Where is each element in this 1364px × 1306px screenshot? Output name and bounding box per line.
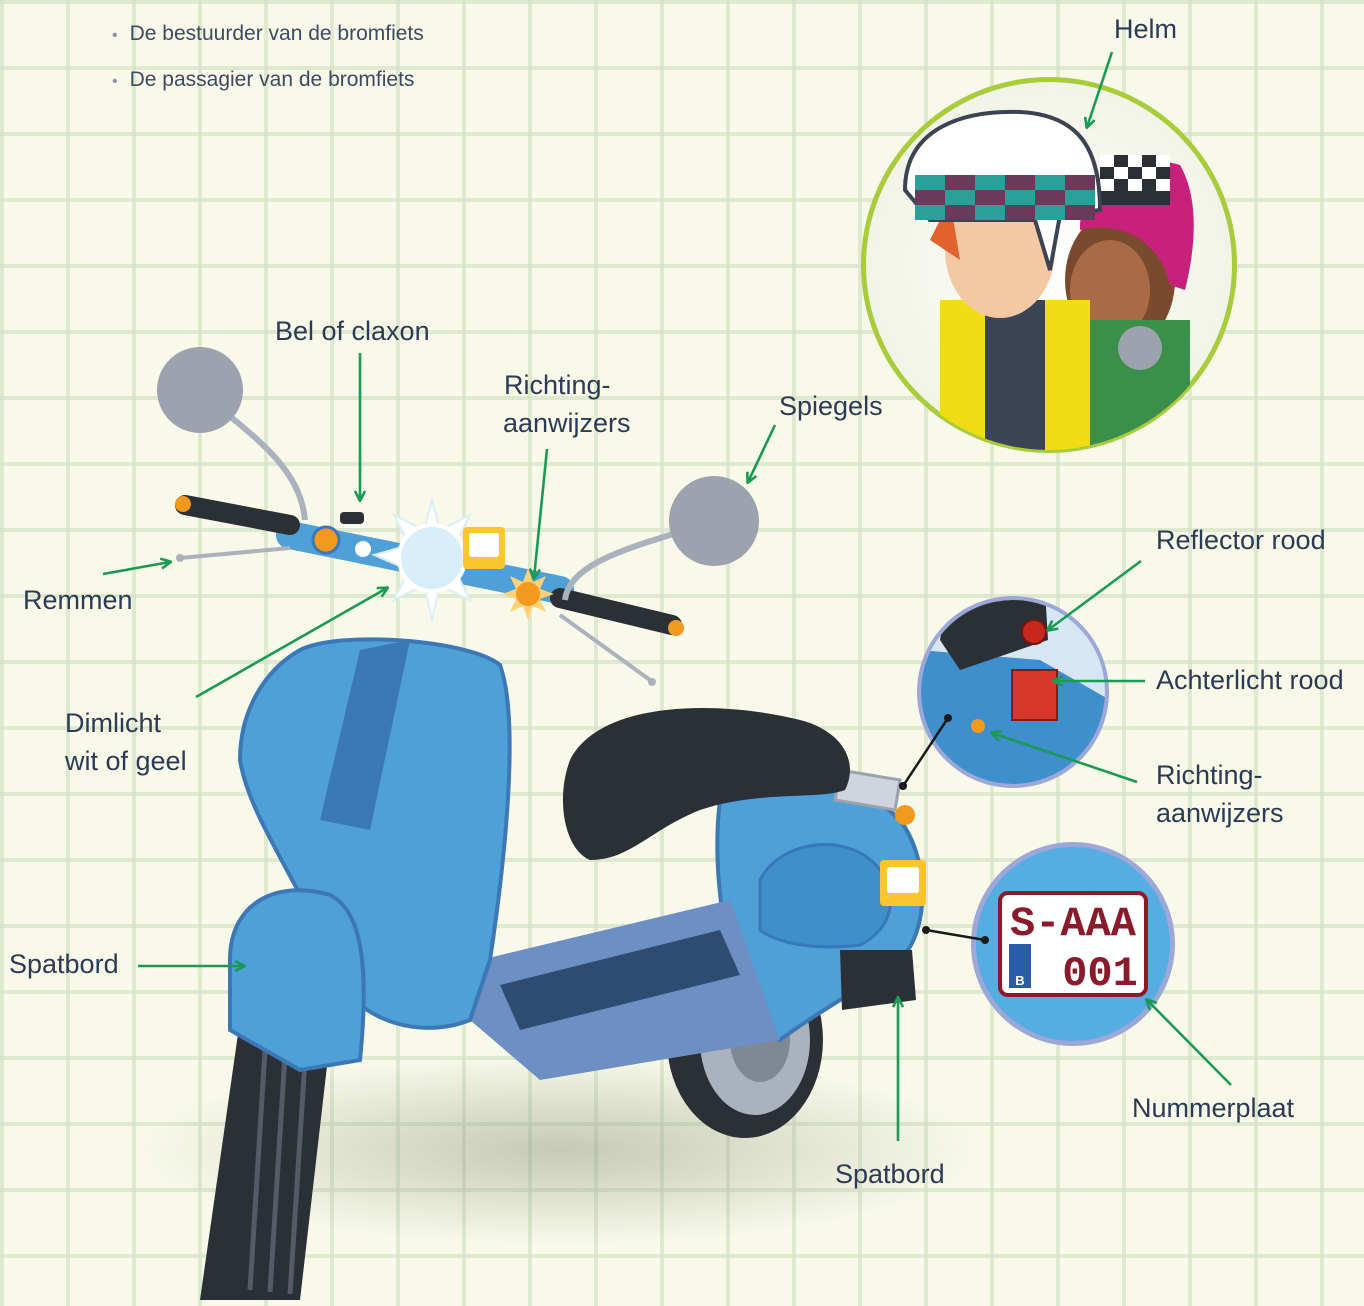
label-richting-achter-1: Richting- — [1156, 756, 1263, 794]
label-dimlicht-2: wit of geel — [65, 742, 187, 780]
label-spatbord-voor: Spatbord — [9, 945, 119, 983]
arrow-reflector — [1048, 561, 1141, 630]
number-plate: S-AAA 001 B — [1000, 893, 1146, 998]
arrow-nummerplaat — [1147, 1000, 1231, 1085]
label-richting-voor-2: aanwijzers — [503, 404, 631, 442]
rear-indicator-light — [895, 805, 915, 825]
label-nummerplaat: Nummerplaat — [1132, 1089, 1294, 1127]
label-spiegels: Spiegels — [779, 387, 883, 425]
plate-line-2: 001 — [1062, 950, 1138, 998]
label-richting-voor-1: Richting- — [504, 366, 611, 404]
label-bel-of-claxon: Bel of claxon — [275, 312, 430, 350]
label-reflector-rood: Reflector rood — [1156, 521, 1326, 559]
arrow-remmen — [103, 562, 170, 574]
arrow-richting-voor — [534, 449, 547, 578]
plate-line-1: S-AAA — [1010, 900, 1137, 948]
label-achterlicht-rood: Achterlicht rood — [1156, 661, 1344, 699]
label-richting-achter-2: aanwijzers — [1156, 794, 1284, 832]
arrow-spiegels — [748, 425, 775, 482]
helmet-detail-circle — [861, 77, 1237, 470]
rear-light-detail-circle — [917, 580, 1110, 790]
comment-icon — [463, 527, 505, 569]
rear-mudguard — [840, 950, 916, 1010]
side-panel — [760, 845, 890, 947]
comment-icon — [880, 860, 926, 906]
label-spatbord-achter: Spatbord — [835, 1155, 945, 1193]
label-dimlicht-1: Dimlicht — [65, 704, 161, 742]
label-remmen: Remmen — [23, 581, 133, 619]
left-mirror — [157, 347, 305, 520]
right-mirror — [565, 476, 759, 600]
plate-country-code: B — [1015, 973, 1024, 988]
label-helm: Helm — [1114, 10, 1177, 48]
front-mudguard — [230, 890, 364, 1070]
